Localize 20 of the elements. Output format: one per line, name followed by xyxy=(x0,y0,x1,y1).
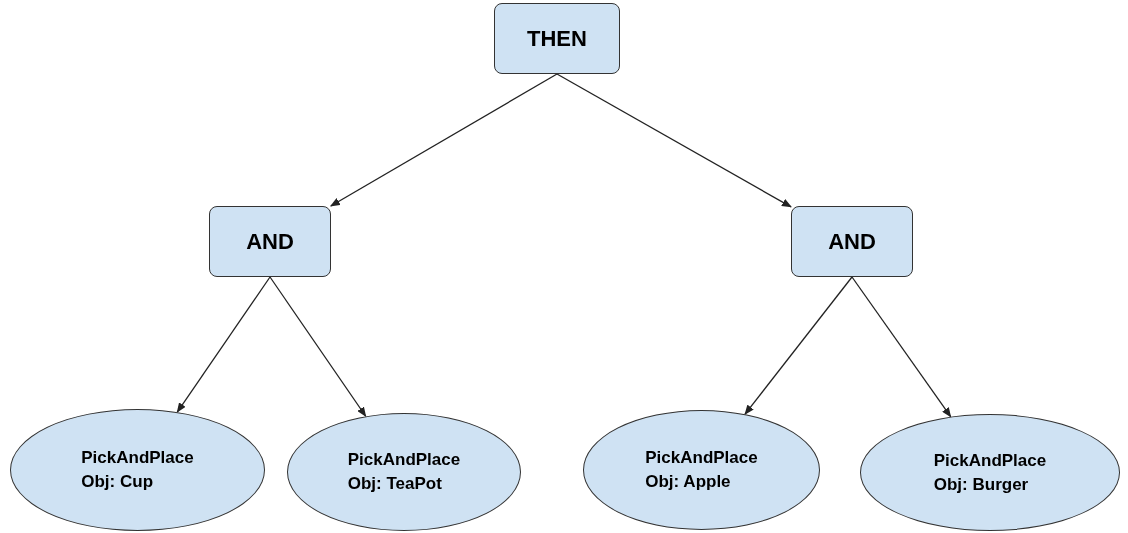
operator-box xyxy=(209,206,331,277)
arrow xyxy=(269,276,367,418)
arrow xyxy=(329,73,558,207)
arrow xyxy=(744,276,853,415)
operator-label: THEN xyxy=(527,25,587,53)
arrow xyxy=(556,73,792,208)
arrow xyxy=(176,276,271,413)
task-name: PickAndPlace xyxy=(81,447,194,469)
object-label: Obj: Cup xyxy=(81,471,154,493)
operator-box xyxy=(791,206,913,277)
operator-box xyxy=(494,3,620,74)
task-name: PickAndPlace xyxy=(347,449,461,471)
object-label: Obj: TeaPot xyxy=(347,473,442,495)
arrow xyxy=(851,276,952,418)
object-label: Obj: Burger xyxy=(933,473,1029,496)
operator-label: AND xyxy=(246,228,294,256)
object-label: Obj: Apple xyxy=(645,471,731,493)
task-name: PickAndPlace xyxy=(933,449,1047,472)
task-name: PickAndPlace xyxy=(645,447,758,469)
operator-label: AND xyxy=(828,228,876,256)
